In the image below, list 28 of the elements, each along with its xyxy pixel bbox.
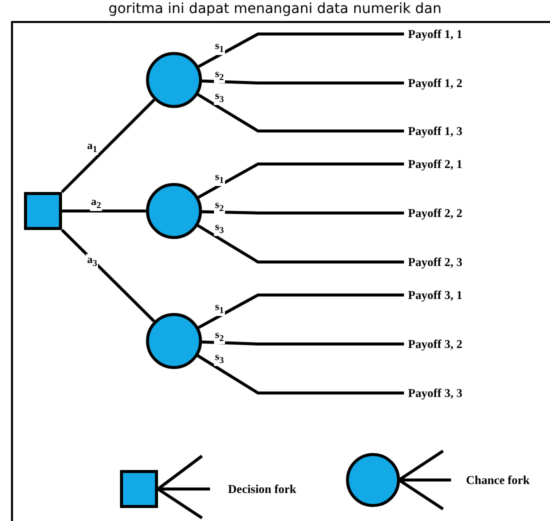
branch-line (202, 340, 404, 346)
chance-circle (146, 52, 202, 108)
branch-line (60, 98, 156, 194)
payoff-label: Payoff 1, 1 (408, 27, 462, 41)
branch-line (62, 210, 146, 212)
cropped-text-line: goritma ini dapat menangani data numerik dan (107, 0, 442, 18)
branch-line (197, 354, 404, 394)
branch-line (197, 93, 404, 132)
payoff-label: Payoff 2, 1 (408, 157, 462, 171)
branch-line (197, 224, 404, 264)
branch-line (198, 32, 404, 68)
chance-circle (146, 313, 202, 369)
decision-square (24, 192, 62, 230)
payoff-label: Payoff 1, 3 (408, 124, 462, 138)
branch-line (202, 80, 404, 84)
payoff-label: Payoff 2, 2 (408, 206, 462, 220)
payoff-label: Payoff 3, 1 (408, 288, 462, 302)
branch-line (198, 294, 404, 329)
payoff-label: Payoff 2, 3 (408, 255, 462, 269)
legend-text: Decision fork (228, 482, 296, 496)
branch-line (60, 228, 156, 322)
branch-line (202, 210, 404, 214)
payoff-label: Payoff 1, 2 (408, 76, 462, 90)
edge-label: a$_{3}$ (86, 254, 98, 269)
payoff-label: Payoff 3, 3 (408, 386, 462, 400)
payoff-label: Payoff 3, 2 (408, 337, 462, 351)
branch-line (198, 162, 404, 199)
legend-text: Chance fork (466, 473, 530, 487)
